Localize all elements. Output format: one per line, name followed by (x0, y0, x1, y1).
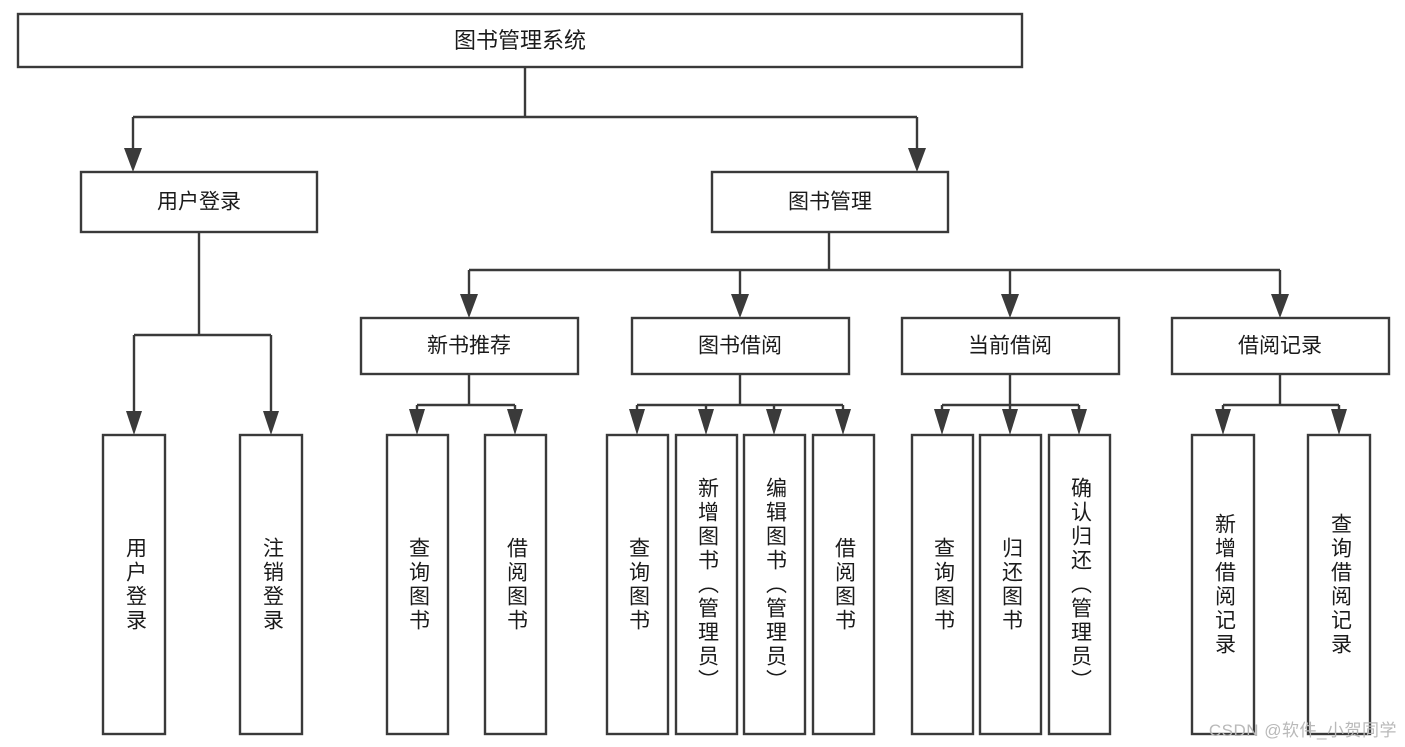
leaf-records-add-box[interactable] (1190, 433, 1256, 736)
arrow-head-records-query (1331, 409, 1347, 435)
leaf-borrow-edit-box[interactable] (742, 433, 807, 736)
node-book-management-box[interactable] (710, 170, 950, 234)
leaf-node-current-return-book[interactable]: 归还图书 (978, 433, 1043, 736)
node-user-login[interactable]: 用户登录 (79, 170, 319, 234)
node-current-borrow[interactable]: 当前借阅 (900, 316, 1121, 376)
node-book-borrow-box[interactable] (630, 316, 851, 376)
arrow-head-current-confirm (1071, 409, 1087, 435)
leaf-current-confirm-label: 确认归还（管理员） (1068, 477, 1092, 693)
leaf-newbook-borrow-label: 借阅图书 (504, 537, 528, 633)
leaf-current-return-box[interactable] (978, 433, 1043, 736)
arrow-head-borrow-edit (766, 409, 782, 435)
arrow-head-borrow-add (698, 409, 714, 435)
leaf-newbook-query-label: 查询图书 (406, 537, 430, 633)
node-root-label: 图书管理系统 (454, 28, 586, 53)
leaf-node-user-login[interactable]: 用户登录 (101, 433, 167, 736)
arrow-head-records-add (1215, 409, 1231, 435)
arrow-head-borrow-query (629, 409, 645, 435)
arrow-head-leaf-user-login (126, 411, 142, 435)
node-user-login-box[interactable] (79, 170, 319, 234)
leaf-borrow-query-box[interactable] (605, 433, 670, 736)
leaf-node-current-query-book[interactable]: 查询图书 (910, 433, 975, 736)
node-new-book-recommend[interactable]: 新书推荐 (359, 316, 580, 376)
leaf-borrow-query-label: 查询图书 (626, 537, 650, 633)
leaf-current-confirm-box[interactable] (1047, 433, 1112, 736)
node-book-management-label: 图书管理 (788, 191, 872, 214)
arrow-head-current (1001, 294, 1019, 318)
leaf-current-return-label: 归还图书 (999, 537, 1023, 633)
watermark-text: CSDN @软件_小贺同学 (1208, 721, 1397, 740)
node-new-book-recommend-box[interactable] (359, 316, 580, 376)
leaf-borrow-add-label: 新增图书（管理员） (695, 477, 719, 693)
node-current-borrow-box[interactable] (900, 316, 1121, 376)
leaf-node-logout[interactable]: 注销登录 (238, 433, 304, 736)
node-root-book-management-system[interactable]: 图书管理系统 (16, 12, 1024, 69)
leaf-node-newbook-query-book[interactable]: 查询图书 (385, 433, 450, 736)
arrow-head-borrow-lend (835, 409, 851, 435)
leaf-borrow-edit-label: 编辑图书（管理员） (763, 477, 787, 693)
node-user-login-label: 用户登录 (157, 191, 241, 214)
leaf-node-borrow-query-book[interactable]: 查询图书 (605, 433, 670, 736)
leaf-logout-box[interactable] (238, 433, 304, 736)
leaf-node-borrow-edit-book-admin[interactable]: 编辑图书（管理员） (742, 433, 807, 736)
arrow-head-book-mgmt (908, 148, 926, 172)
leaf-newbook-borrow-box[interactable] (483, 433, 548, 736)
node-book-borrow[interactable]: 图书借阅 (630, 316, 851, 376)
arrow-head-borrow (731, 294, 749, 318)
arrow-head-newbook-query (409, 409, 425, 435)
leaf-borrow-lend-label: 借阅图书 (832, 537, 856, 633)
connector-layer (124, 67, 1347, 435)
leaf-user-login-label: 用户登录 (123, 537, 147, 633)
arrow-head-newbook (460, 294, 478, 318)
leaf-borrow-lend-box[interactable] (811, 433, 876, 736)
leaf-node-current-confirm-return-admin[interactable]: 确认归还（管理员） (1047, 433, 1112, 736)
leaf-current-query-box[interactable] (910, 433, 975, 736)
leaf-node-newbook-borrow-book[interactable]: 借阅图书 (483, 433, 548, 736)
arrow-head-user-login (124, 148, 142, 172)
arrow-head-newbook-borrow (507, 409, 523, 435)
arrow-head-leaf-logout (263, 411, 279, 435)
node-borrow-records[interactable]: 借阅记录 (1170, 316, 1391, 376)
leaf-node-records-query-record[interactable]: 查询借阅记录 (1306, 433, 1372, 736)
leaf-records-query-label: 查询借阅记录 (1328, 513, 1352, 657)
leaf-records-query-box[interactable] (1306, 433, 1372, 736)
node-borrow-records-label: 借阅记录 (1238, 335, 1322, 358)
arrow-head-current-return (1002, 409, 1018, 435)
leaf-newbook-query-box[interactable] (385, 433, 450, 736)
arrow-head-current-query (934, 409, 950, 435)
leaf-logout-label: 注销登录 (260, 537, 284, 633)
leaf-borrow-add-box[interactable] (674, 433, 739, 736)
arrow-head-records (1271, 294, 1289, 318)
node-root-box[interactable] (16, 12, 1024, 69)
leaf-node-borrow-add-book-admin[interactable]: 新增图书（管理员） (674, 433, 739, 736)
leaf-records-add-label: 新增借阅记录 (1212, 513, 1236, 657)
leaf-current-query-label: 查询图书 (931, 537, 955, 633)
leaf-node-records-add-record[interactable]: 新增借阅记录 (1190, 433, 1256, 736)
node-current-borrow-label: 当前借阅 (968, 335, 1052, 358)
node-book-management[interactable]: 图书管理 (710, 170, 950, 234)
leaf-user-login-box[interactable] (101, 433, 167, 736)
node-new-book-recommend-label: 新书推荐 (427, 335, 511, 358)
leaf-node-borrow-lend-book[interactable]: 借阅图书 (811, 433, 876, 736)
node-borrow-records-box[interactable] (1170, 316, 1391, 376)
node-book-borrow-label: 图书借阅 (698, 335, 782, 358)
